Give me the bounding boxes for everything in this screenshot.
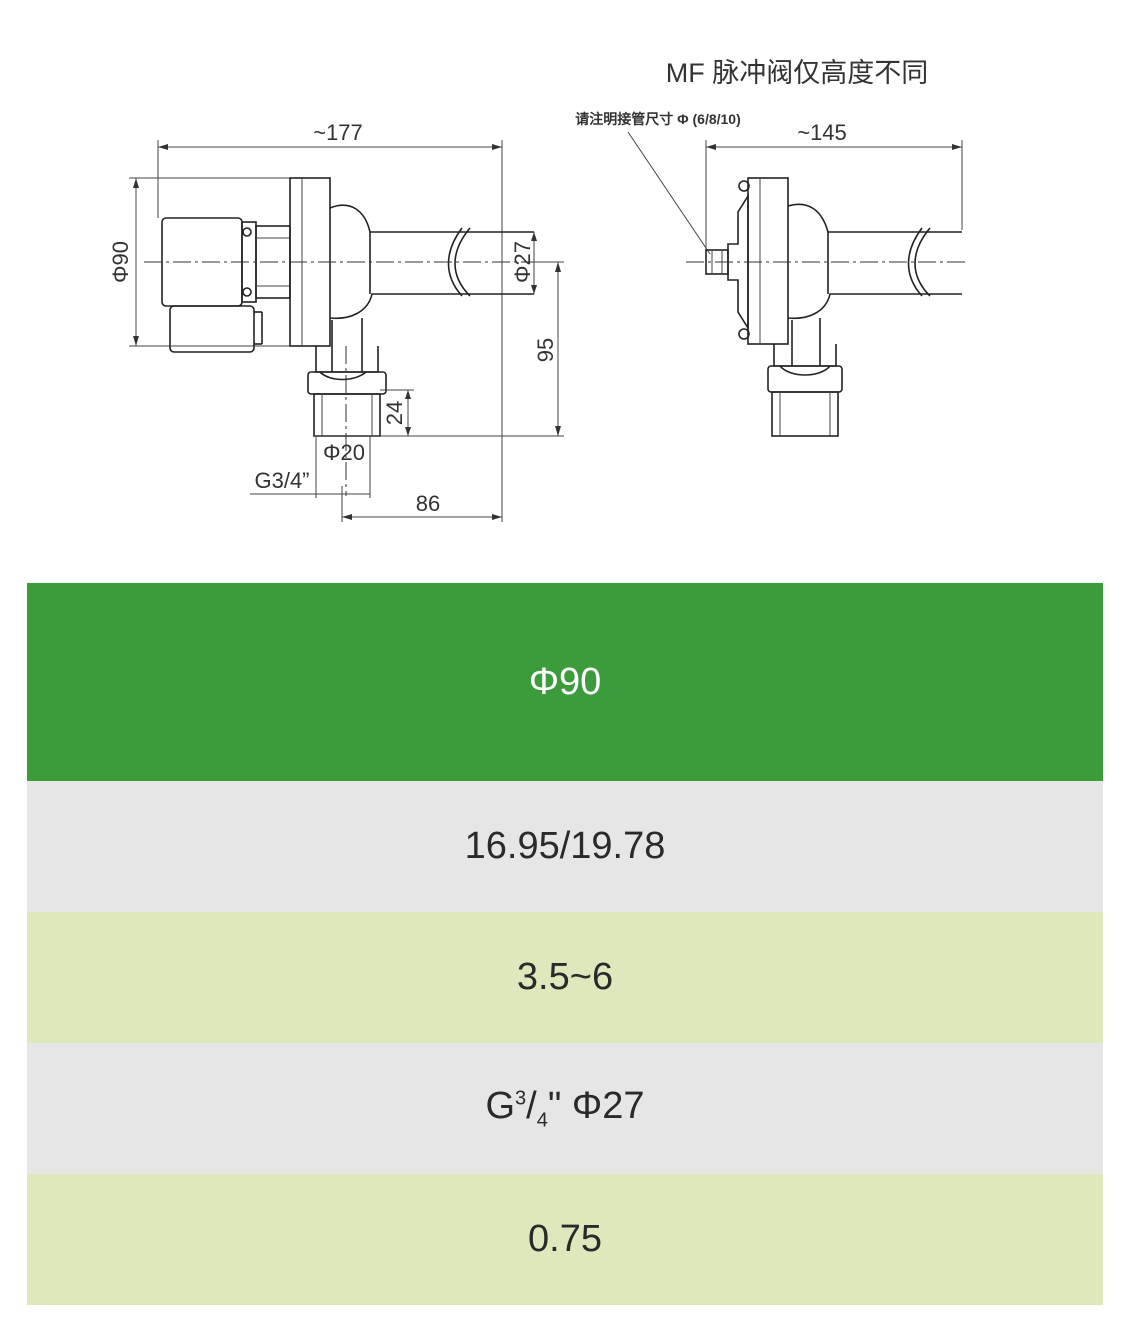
table-cell: 0.75 xyxy=(528,1218,602,1260)
left-inlet-diameter-label: Φ20 xyxy=(323,440,365,465)
left-outlet-label: Φ27 xyxy=(510,241,535,283)
table-row: 3.5~6 xyxy=(27,912,1103,1043)
table-cell: 3.5~6 xyxy=(516,956,614,998)
pipe-size-note: 请注明接管尺寸 Φ (6/8/10) xyxy=(575,111,741,127)
thread-prefix: G xyxy=(485,1084,516,1127)
drawing-title: MF 脉冲阀仅高度不同 xyxy=(666,58,929,88)
left-offset-label: 86 xyxy=(416,491,440,516)
spec-table: Φ90 16.95/19.78 3.5~6 G3/4" Φ27 0.75 xyxy=(27,583,1103,1305)
table-cell: G3/4" Φ27 xyxy=(485,1085,644,1133)
left-view: ~177 Φ90 Φ27 xyxy=(108,120,564,522)
left-inlet-height-label: 24 xyxy=(382,401,407,425)
table-row: 0.75 xyxy=(27,1174,1103,1305)
thread-numerator: 3 xyxy=(515,1087,527,1110)
thread-denominator: 4 xyxy=(536,1109,548,1132)
right-width-label: ~145 xyxy=(797,120,847,145)
thread-rest: " Φ27 xyxy=(547,1084,645,1127)
table-cell: 16.95/19.78 xyxy=(464,825,666,867)
left-height-label: Φ90 xyxy=(108,241,133,283)
thread-slash: / xyxy=(526,1084,537,1127)
left-thread-label: G3/4” xyxy=(254,468,309,493)
left-height2-label: 95 xyxy=(533,338,558,362)
table-row: 16.95/19.78 xyxy=(27,781,1103,912)
left-width-label: ~177 xyxy=(313,120,363,145)
right-view: MF 脉冲阀仅高度不同 请注明接管尺寸 Φ (6/8/10) ~145 xyxy=(575,58,966,437)
table-row: G3/4" Φ27 xyxy=(27,1043,1103,1174)
valve-drawing: ~177 Φ90 Φ27 xyxy=(108,58,966,522)
table-cell: Φ90 xyxy=(528,660,602,703)
table-row: Φ90 xyxy=(27,583,1103,781)
